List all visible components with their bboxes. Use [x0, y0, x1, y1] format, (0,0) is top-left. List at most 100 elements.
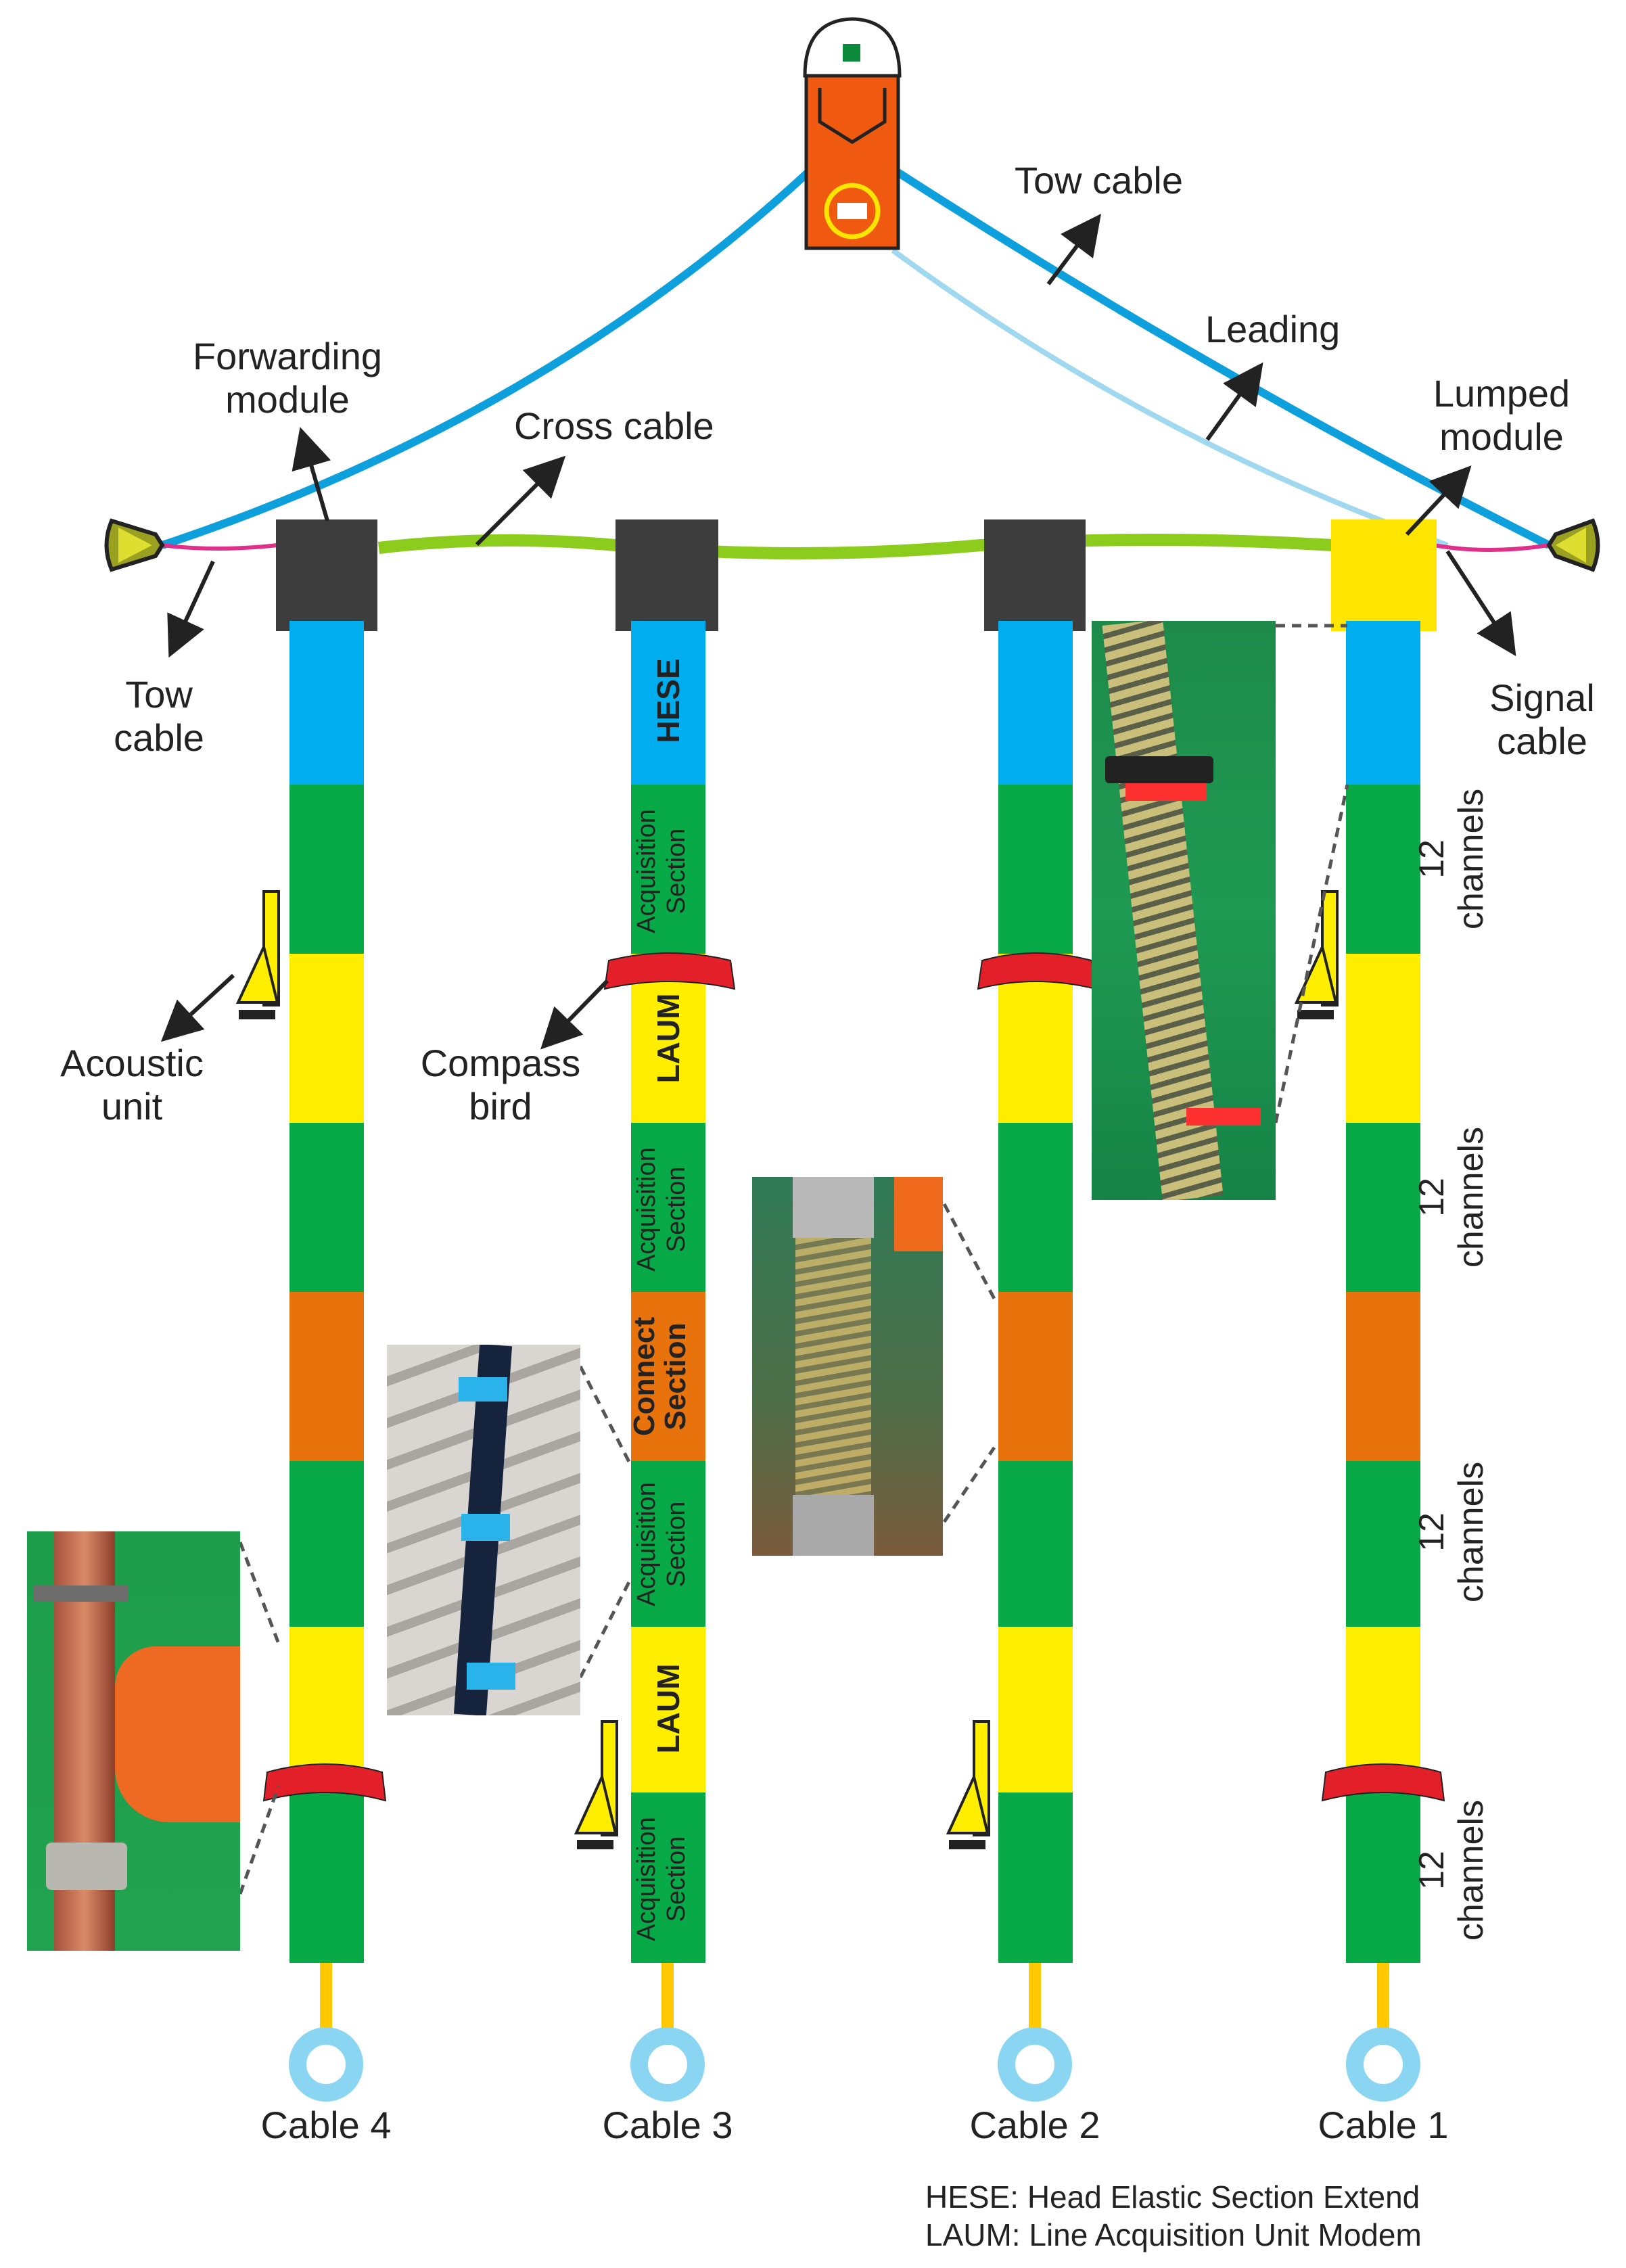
- section-acquisition-cable-2: [998, 785, 1073, 954]
- acq-line2: Section: [662, 1501, 691, 1588]
- arrow-lumped-module: [1405, 465, 1472, 536]
- channels-unit: channels: [1451, 1461, 1491, 1603]
- section-acquisition-cable-4: [289, 1792, 364, 1963]
- label-forwarding-module: Forwarding module: [162, 335, 413, 421]
- section-acquisition-cable-4: [289, 1461, 364, 1627]
- photo-inset-lumped-module: [1092, 621, 1276, 1200]
- acoustic-unit-icon: [1294, 890, 1339, 1019]
- buoy-icon: [104, 518, 165, 572]
- label-lumped-line1: Lumped: [1433, 372, 1571, 415]
- section-acquisition-cable-1: [1346, 1123, 1420, 1292]
- label-compass-line2: bird: [469, 1085, 532, 1128]
- signal-cable-left: [162, 543, 278, 551]
- acq-line1: Acquisition: [632, 1817, 661, 1941]
- arrow-signal-cable: [1445, 550, 1516, 657]
- cable-2-label: Cable 2: [969, 2104, 1100, 2146]
- channels-count: 12: [1412, 1851, 1451, 1890]
- forwarding-module: [984, 519, 1086, 631]
- label-acoustic-line1: Acoustic: [60, 1042, 204, 1084]
- section-connect-cable-4: [289, 1292, 364, 1461]
- section-laum-cable-1: [1346, 954, 1420, 1123]
- section-hese-cable-2: [998, 621, 1073, 785]
- cable-3-label: Cable 3: [602, 2104, 733, 2146]
- label-lumped-module: Lumped module: [1393, 372, 1610, 459]
- acoustic-unit-icon: [946, 1720, 990, 1849]
- ship-icon: [803, 17, 902, 250]
- compass-bird-icon: [1321, 1763, 1445, 1802]
- section-hese-cable-1: [1346, 621, 1420, 785]
- acq-line2: Section: [662, 1836, 691, 1922]
- section-connect-cable-1: [1346, 1292, 1420, 1461]
- section-hese-cable-4: [289, 621, 364, 785]
- arrow-cross-cable: [475, 455, 566, 547]
- connect-line2: Section: [659, 1322, 692, 1431]
- photo-inset-acoustic-unit: [27, 1531, 240, 1951]
- tail-buoy-icon: [289, 1963, 363, 2102]
- cable-1-label: Cable 1: [1318, 2104, 1449, 2146]
- section-label-acquisition: Acquisition Section: [632, 1462, 691, 1627]
- section-hese-cable-3: [631, 621, 705, 785]
- label-signal-cable: Signal cable: [1458, 676, 1626, 763]
- section-laum-cable-2: [998, 1627, 1073, 1792]
- section-acquisition-cable-1: [1346, 1792, 1420, 1963]
- acq-line2: Section: [662, 1166, 691, 1253]
- label-leading-text: Leading: [1205, 308, 1341, 350]
- section-acquisition-cable-2: [998, 1792, 1073, 1963]
- label-tow-left-line1: Tow: [125, 673, 193, 716]
- label-signal-line2: cable: [1497, 720, 1587, 762]
- section-connect-cable-3: [631, 1292, 705, 1461]
- label-signal-line1: Signal: [1489, 676, 1595, 719]
- section-label-acquisition: Acquisition Section: [632, 789, 691, 954]
- arrow-forwarding-module: [292, 427, 331, 522]
- photo-inset-cable-section: [387, 1345, 580, 1715]
- arrow-compass-bird: [540, 979, 609, 1050]
- forwarding-module: [276, 519, 377, 631]
- photo-inset-connect-section: [752, 1177, 943, 1556]
- label-tow-cable-text: Tow cable: [1015, 159, 1184, 202]
- label-leading: Leading: [1205, 308, 1340, 351]
- section-label-laum-text: LAUM: [651, 993, 686, 1084]
- section-label-laum: LAUM: [639, 1625, 697, 1792]
- channels-unit: channels: [1451, 788, 1491, 930]
- section-label-hese-text: HESE: [651, 658, 686, 743]
- label-compass-line1: Compass: [420, 1042, 581, 1084]
- label-tow-left-line2: cable: [114, 716, 204, 759]
- section-acquisition-cable-1: [1346, 1461, 1420, 1627]
- channels-unit: channels: [1451, 1126, 1491, 1268]
- label-acoustic-unit: Acoustic unit: [27, 1042, 237, 1128]
- connect-line1: Connect: [628, 1317, 661, 1436]
- section-acquisition-cable-2: [998, 1123, 1073, 1292]
- section-label-hese: HESE: [639, 617, 697, 785]
- compass-bird-icon: [603, 952, 736, 990]
- acoustic-unit-icon: [574, 1720, 618, 1849]
- label-tow-cable-left: Tow cable: [81, 673, 237, 760]
- label-acoustic-line2: unit: [101, 1085, 163, 1128]
- buoy-icon: [1546, 518, 1600, 572]
- section-label-laum: LAUM: [639, 954, 697, 1123]
- section-label-acquisition: Acquisition Section: [632, 1797, 691, 1962]
- legend-laum: LAUM: Line Acquisition Unit Modem: [925, 2217, 1422, 2252]
- label-tow-cable: Tow cable: [1015, 159, 1183, 202]
- channels-label: 12 channels: [1412, 1444, 1491, 1620]
- channels-count: 12: [1412, 839, 1451, 879]
- leading-cable: [891, 248, 1449, 548]
- forwarding-module: [615, 519, 718, 631]
- section-label-acquisition: Acquisition Section: [632, 1127, 691, 1292]
- section-acquisition-cable-3: [631, 1123, 705, 1292]
- callout-lines: [238, 624, 1349, 1895]
- acq-line1: Acquisition: [632, 1147, 661, 1272]
- label-forwarding-line2: module: [225, 378, 350, 421]
- cross-cable: [377, 534, 1333, 559]
- channels-label: 12 channels: [1412, 1109, 1491, 1285]
- label-forwarding-line1: Forwarding: [192, 335, 383, 377]
- channels-label: 12 channels: [1412, 1782, 1491, 1958]
- tow-cable-left: [161, 166, 815, 549]
- label-compass-bird: Compass bird: [399, 1042, 602, 1128]
- section-acquisition-cable-4: [289, 1123, 364, 1292]
- compass-bird-icon: [262, 1763, 387, 1802]
- section-acquisition-cable-3: [631, 785, 705, 954]
- cable-4-label: Cable 4: [260, 2104, 392, 2146]
- acoustic-unit-icon: [235, 890, 280, 1019]
- section-acquisition-cable-3: [631, 1461, 705, 1627]
